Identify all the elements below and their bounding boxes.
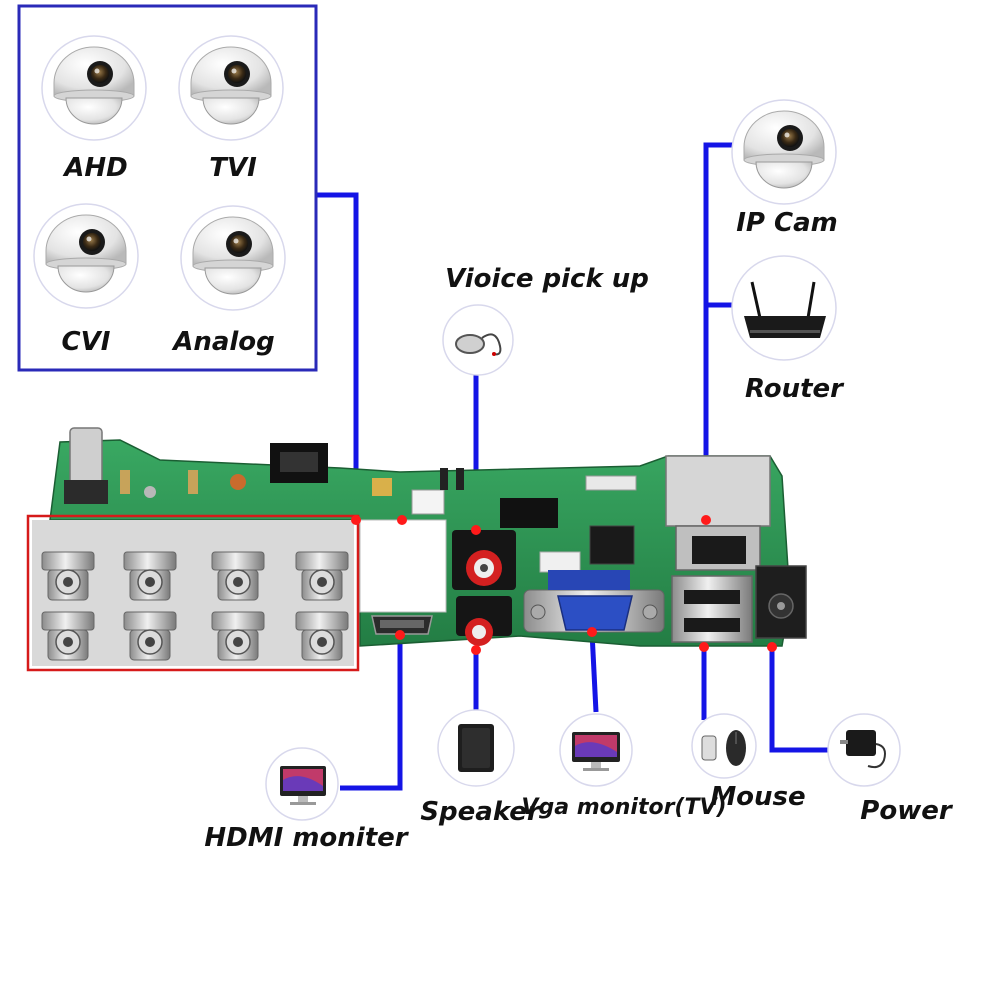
camera-wire [316, 192, 359, 520]
power-adapter-icon [827, 713, 901, 787]
vga-wire [589, 631, 599, 713]
bnc-connectors [32, 520, 354, 666]
bnc-connector [295, 551, 349, 601]
bnc-connector [41, 611, 95, 661]
ip-camera-icon [731, 99, 837, 205]
cvi-camera-icon [33, 203, 139, 309]
cvi-label: CVI [62, 327, 111, 357]
tvi-label: TVI [209, 153, 257, 183]
hdmi-monitor-wire [340, 635, 403, 791]
junction-dots [351, 515, 777, 655]
bnc-connector [211, 611, 265, 661]
speaker-icon [437, 709, 515, 787]
router-label: Router [745, 374, 845, 404]
bnc-connector [123, 551, 177, 601]
speaker-label: Speaker [420, 797, 542, 827]
mouse-label: Mouse [710, 782, 805, 812]
router-icon [731, 255, 837, 361]
camera-group-frame [17, 4, 318, 372]
ahd-camera-icon [41, 35, 147, 141]
analog-camera-icon [180, 205, 286, 311]
analog-label: Analog [171, 327, 275, 357]
mouse-icon [691, 713, 757, 779]
bnc-connector [123, 611, 177, 661]
hdmi-monitor-label: HDMI moniter [204, 823, 409, 853]
power-wire [769, 647, 830, 753]
hdmi-monitor-icon [265, 747, 339, 821]
dvr-board [49, 427, 807, 647]
vga-monitor-label: Vga monitor(TV) [521, 795, 726, 820]
bnc-connector [41, 551, 95, 601]
power-label: Power [860, 796, 954, 826]
connection-wires [316, 142, 830, 791]
vga-monitor-icon [559, 713, 633, 787]
ip-cam-label: IP Cam [736, 208, 838, 238]
voice-pickup-label: Vioice pick up [445, 264, 649, 294]
ipcam-router-wire [703, 142, 736, 520]
bnc-group-frame [26, 514, 360, 672]
tvi-camera-icon [178, 35, 284, 141]
bnc-connector [211, 551, 265, 601]
microphone-icon [442, 304, 514, 376]
bnc-connector [295, 611, 349, 661]
ahd-label: AHD [62, 153, 127, 183]
